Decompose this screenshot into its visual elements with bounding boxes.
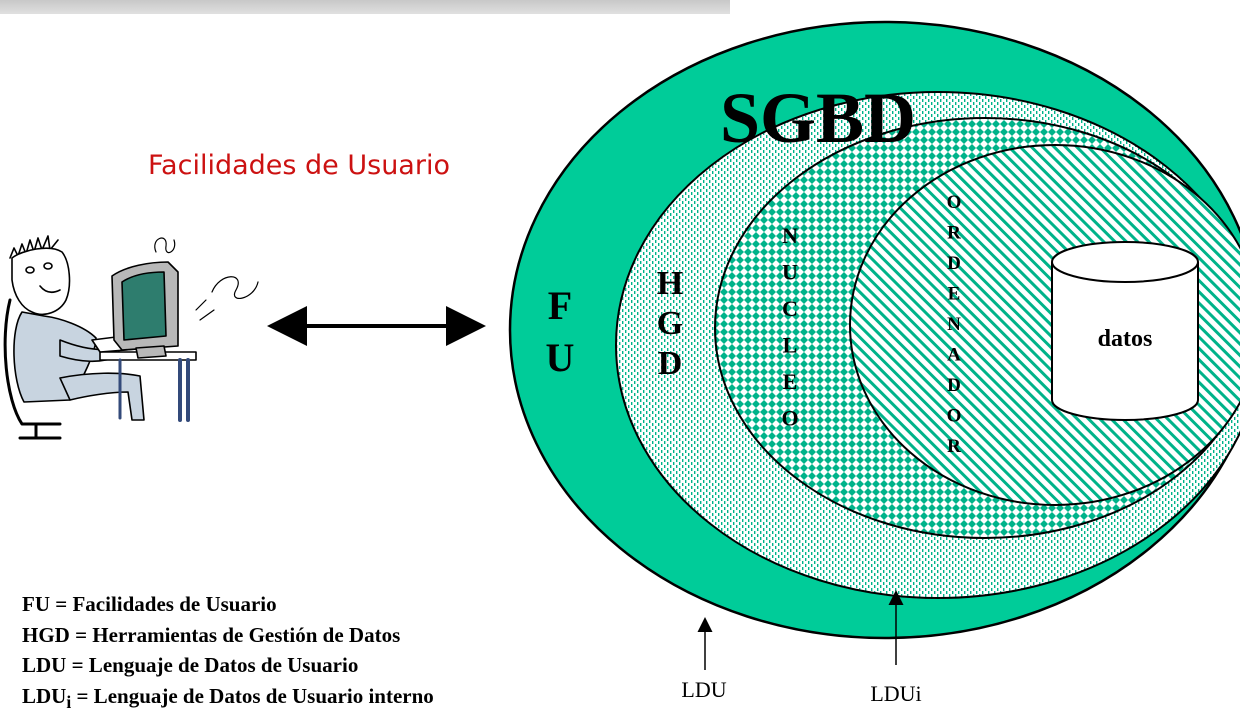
top-bar <box>0 0 730 14</box>
hgd-letter: G <box>657 305 683 342</box>
nucleo-letter: C <box>782 296 798 321</box>
legend-item-hgd: HGD = Herramientas de Gestión de Datos <box>22 622 401 647</box>
cylinder-icon <box>1051 241 1199 421</box>
ordenador-letter: O <box>947 192 962 213</box>
legend-item-ldui: LDUi = Lenguaje de Datos de Usuario inte… <box>22 683 434 712</box>
ordenador-letter: D <box>947 375 961 396</box>
ldu-label: LDU <box>681 677 726 702</box>
sgbd-label: SGBD <box>720 78 916 158</box>
nucleo-letter: E <box>783 369 798 394</box>
ordenador-letter: O <box>947 406 962 427</box>
ordenador-letter: N <box>947 314 961 335</box>
ordenador-letter: R <box>947 436 961 457</box>
nucleo-letter: N <box>782 223 798 248</box>
fu-letter: U <box>546 335 575 380</box>
ordenador-letter: A <box>947 345 961 366</box>
legend-item-fu: FU = Facilidades de Usuario <box>22 592 277 616</box>
hgd-letter: H <box>657 265 683 302</box>
ordenador-letter: R <box>947 223 961 244</box>
hgd-letter: D <box>658 345 683 382</box>
user-at-computer-icon <box>3 235 259 440</box>
ordenador-letter: D <box>947 253 961 274</box>
ldui-label: LDUi <box>870 681 921 706</box>
fu-letter: F <box>548 283 572 328</box>
legend: FU = Facilidades de Usuario HGD = Herram… <box>22 589 434 717</box>
nucleo-letter: U <box>782 260 798 285</box>
nucleo-letter: O <box>781 406 798 431</box>
page-title: Facilidades de Usuario <box>148 150 450 181</box>
datos-label: datos <box>1098 326 1153 352</box>
nucleo-letter: L <box>783 333 798 358</box>
ordenador-letter: E <box>948 284 961 305</box>
legend-item-ldu: LDU = Lenguaje de Datos de Usuario <box>22 653 359 677</box>
